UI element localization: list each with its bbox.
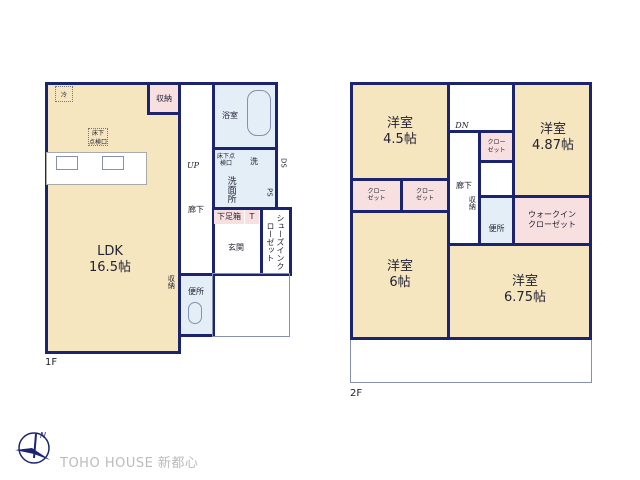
room-size: 4.5帖 — [383, 132, 417, 147]
closet-b-label: クロー ゼット — [415, 187, 434, 203]
room-a-label: 洋室 4.5帖 — [360, 112, 440, 152]
closet-a-label: クロー ゼット — [367, 187, 386, 203]
washroom — [212, 147, 278, 210]
ldk-label: LDK 16.5帖 — [60, 240, 160, 280]
hallway-label: 廊下 — [188, 205, 204, 214]
hallway-1f — [178, 82, 215, 276]
ldk-room — [45, 82, 181, 354]
floor-label-1f: 1F — [45, 357, 58, 368]
room-name: LDK — [97, 243, 123, 259]
hall-storage-2f-label: 収納 — [468, 196, 477, 210]
floor-label-2f: 2F — [350, 388, 363, 399]
porch — [212, 273, 290, 337]
room-b-label: 洋室 4.87帖 — [515, 118, 591, 158]
room-size: 16.5帖 — [89, 260, 131, 275]
closet-c-label: クロー ゼット — [487, 139, 506, 154]
compass-logo: N — [15, 431, 50, 464]
bathtub-icon — [247, 90, 271, 136]
hallway-2f-label: 廊下 — [456, 181, 472, 190]
closet-b — [400, 178, 450, 213]
svg-text:N: N — [40, 431, 46, 440]
toilet-icon — [188, 302, 202, 324]
stove-icon — [56, 156, 78, 170]
dn-label: DN — [455, 121, 469, 130]
inspection-hatch-2: 床下点検口 — [216, 152, 235, 168]
room-name: 洋室 — [539, 121, 566, 137]
toilet-label: 便所 — [188, 287, 204, 296]
fridge-mark: 冷 — [55, 86, 73, 102]
sink-icon — [102, 156, 124, 170]
t-label: T — [245, 210, 259, 224]
washroom-label: 洗面所 — [225, 175, 236, 203]
hall-storage-label: 収納 — [167, 275, 176, 289]
toilet-2f-label: 便所 — [488, 224, 505, 233]
room-size: 4.87帖 — [532, 138, 574, 153]
ps-label: PS — [265, 187, 274, 197]
shoe-closet-label: シューズインクローゼット — [266, 214, 285, 270]
walk-in-closet-label: ウォークイン クローゼット — [528, 210, 576, 229]
storage-label: 収納 — [156, 94, 172, 103]
kitchen-counter — [46, 152, 147, 185]
brand-name: TOHO HOUSE 新都心 — [60, 456, 199, 471]
room-c — [350, 210, 450, 340]
balcony — [350, 337, 592, 383]
room-name: 洋室 — [511, 273, 538, 289]
inspection-hatch: 床下 点検口 — [88, 128, 108, 146]
room-d — [447, 243, 592, 340]
room-c-label: 洋室 6帖 — [360, 255, 440, 295]
ds-label: DS — [279, 158, 288, 168]
room-name: 洋室 — [386, 258, 413, 274]
shoe-closet — [260, 207, 292, 276]
room-name: 洋室 — [386, 115, 413, 131]
up-label: UP — [186, 161, 200, 170]
storage-1f — [147, 82, 181, 115]
washer-label: 洗 — [250, 157, 258, 166]
room-d-label: 洋室 6.75帖 — [480, 270, 570, 310]
entrance-label: 玄関 — [228, 243, 244, 252]
toilet-2f — [478, 195, 515, 246]
shoe-box-label: 下足箱 — [214, 210, 244, 224]
room-size: 6帖 — [389, 275, 411, 290]
room-size: 6.75帖 — [504, 290, 546, 305]
closet-c — [478, 130, 515, 163]
bath-label: 浴室 — [222, 111, 238, 120]
